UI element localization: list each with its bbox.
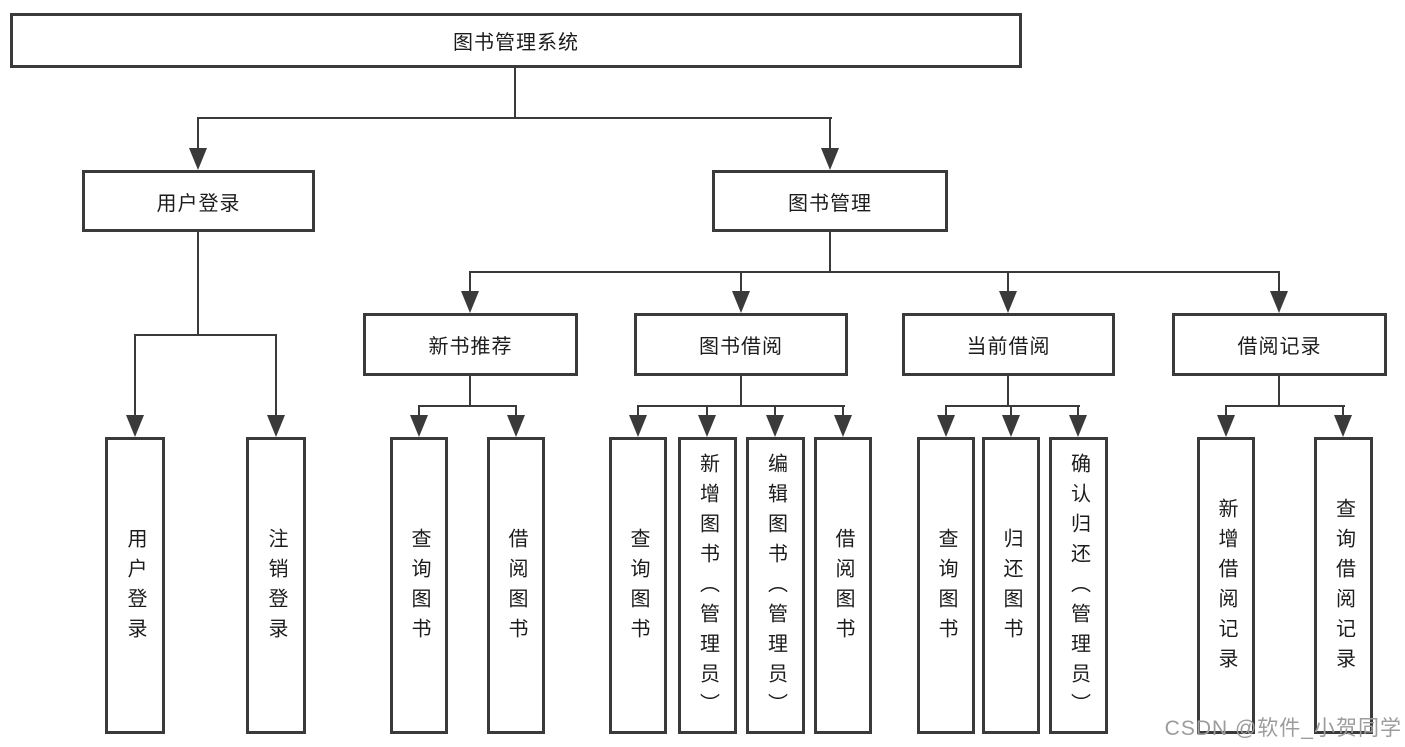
connector-line bbox=[515, 407, 517, 417]
node-book-borrowing: 图书借阅 bbox=[634, 313, 848, 376]
connector-line bbox=[706, 407, 708, 417]
connector-line bbox=[1278, 376, 1280, 407]
arrowhead-down-icon bbox=[629, 415, 647, 437]
arrowhead-down-icon bbox=[999, 291, 1017, 313]
connector-line bbox=[1010, 407, 1012, 417]
node-leaf-borrow-books-recommend: 借阅图书 bbox=[487, 437, 545, 734]
node-book-management: 图书管理 bbox=[712, 170, 948, 232]
node-leaf-query-books-borrow: 查询图书 bbox=[609, 437, 667, 734]
connector-line bbox=[197, 118, 199, 151]
connector-line bbox=[469, 273, 471, 293]
connector-line bbox=[1007, 273, 1009, 293]
connector-line bbox=[740, 273, 742, 293]
arrowhead-down-icon bbox=[189, 148, 207, 170]
connector-line bbox=[945, 405, 1080, 407]
connector-line bbox=[197, 117, 832, 119]
connector-line bbox=[1007, 376, 1009, 407]
arrowhead-down-icon bbox=[834, 415, 852, 437]
node-leaf-add-borrow-record: 新增借阅记录 bbox=[1197, 437, 1255, 734]
node-leaf-confirm-return-admin: 确认归还（管理员） bbox=[1049, 437, 1108, 734]
connector-line bbox=[740, 376, 742, 407]
connector-line bbox=[774, 407, 776, 417]
node-borrowing-records: 借阅记录 bbox=[1172, 313, 1387, 376]
node-new-book-recommendation: 新书推荐 bbox=[363, 313, 578, 376]
connector-line bbox=[829, 232, 831, 273]
connector-line bbox=[1077, 407, 1079, 417]
node-leaf-borrow-books: 借阅图书 bbox=[814, 437, 872, 734]
arrowhead-down-icon bbox=[766, 415, 784, 437]
arrowhead-down-icon bbox=[1069, 415, 1087, 437]
arrowhead-down-icon bbox=[126, 415, 144, 437]
node-leaf-query-borrow-record: 查询借阅记录 bbox=[1314, 437, 1373, 734]
arrowhead-down-icon bbox=[821, 148, 839, 170]
arrowhead-down-icon bbox=[698, 415, 716, 437]
csdn-watermark: CSDN @软件_小贺同学 bbox=[1164, 717, 1402, 740]
arrowhead-down-icon bbox=[1334, 415, 1352, 437]
node-user-login: 用户登录 bbox=[82, 170, 315, 232]
node-leaf-query-books-recommend: 查询图书 bbox=[390, 437, 448, 734]
arrowhead-down-icon bbox=[410, 415, 428, 437]
connector-line bbox=[275, 336, 277, 417]
arrowhead-down-icon bbox=[732, 291, 750, 313]
node-leaf-edit-book-admin: 编辑图书（管理员） bbox=[746, 437, 805, 734]
connector-line bbox=[842, 407, 844, 417]
connector-line bbox=[1225, 407, 1227, 417]
arrowhead-down-icon bbox=[1217, 415, 1235, 437]
connector-line bbox=[945, 407, 947, 417]
node-leaf-add-book-admin: 新增图书（管理员） bbox=[678, 437, 737, 734]
connector-line bbox=[1278, 273, 1280, 293]
connector-line bbox=[418, 405, 517, 407]
connector-line bbox=[829, 118, 831, 151]
connector-line bbox=[637, 407, 639, 417]
connector-line bbox=[418, 407, 420, 417]
connector-line bbox=[1342, 407, 1344, 417]
connector-line bbox=[197, 232, 199, 336]
connector-line bbox=[134, 336, 136, 417]
node-current-borrowing: 当前借阅 bbox=[902, 313, 1115, 376]
arrowhead-down-icon bbox=[461, 291, 479, 313]
node-library-system: 图书管理系统 bbox=[10, 13, 1022, 68]
connector-line bbox=[469, 376, 471, 407]
node-leaf-user-login: 用户登录 bbox=[105, 437, 165, 734]
connector-line bbox=[637, 405, 845, 407]
node-leaf-return-book: 归还图书 bbox=[982, 437, 1040, 734]
arrowhead-down-icon bbox=[507, 415, 525, 437]
connector-line bbox=[1225, 405, 1345, 407]
connector-line bbox=[134, 334, 277, 336]
arrowhead-down-icon bbox=[1270, 291, 1288, 313]
node-leaf-logout: 注销登录 bbox=[246, 437, 306, 734]
connector-line bbox=[514, 68, 516, 118]
arrowhead-down-icon bbox=[267, 415, 285, 437]
connector-line bbox=[469, 271, 1280, 273]
node-leaf-query-books-current: 查询图书 bbox=[917, 437, 975, 734]
arrowhead-down-icon bbox=[1002, 415, 1020, 437]
arrowhead-down-icon bbox=[937, 415, 955, 437]
